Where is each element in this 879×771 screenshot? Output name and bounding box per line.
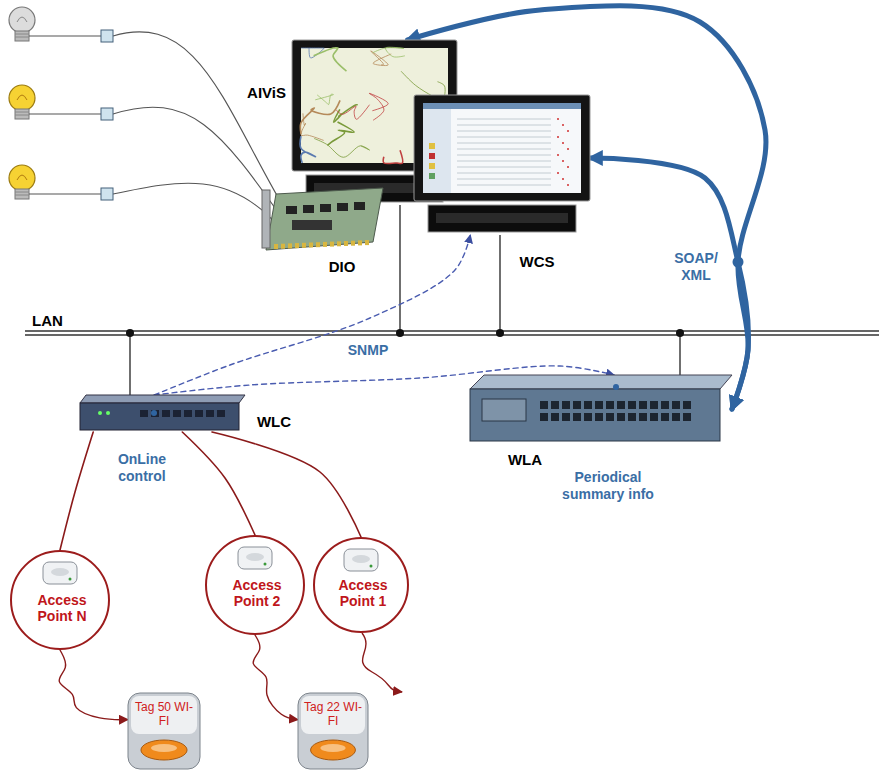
node-label: Access Point 2 [215,577,299,609]
wifi-tag: Tag 50 WI-FI [128,693,200,769]
monitor-picture [414,95,590,235]
lamp-wire [29,32,290,228]
node-label: WCS [510,253,564,271]
access-point: Access Point 1 [313,537,409,633]
connector [212,432,361,537]
appliance-device: WLAPeriodical summary info [470,375,732,443]
node-label: Access Point N [20,592,104,624]
lan-drop [130,205,680,395]
connector [182,432,255,535]
appliance-device-picture [470,375,732,443]
radio-wave [362,633,402,692]
connector [590,158,748,409]
connector [408,6,766,409]
node-label: WLA [500,451,550,469]
wifi-tag: Tag 22 WI-FI [298,693,368,769]
node-label: Tag 50 WI-FI [133,700,195,728]
node-label: DIO [320,258,364,276]
access-point: Access Point N [10,550,110,650]
connector [60,432,93,550]
io-card-picture [262,188,387,268]
controller-device-picture [80,395,245,432]
connector [154,235,470,395]
bus-label: LAN [30,312,74,330]
edge-label: SOAP/ XML [668,250,724,284]
node-label: AIViS [234,84,288,102]
connector [59,650,128,720]
node-label: OnLine control [100,451,184,485]
connector [253,635,298,720]
io-card: DIO [262,188,387,268]
wire-terminal [101,30,113,200]
node-label: Tag 22 WI-FI [303,700,363,728]
access-point: Access Point 2 [205,535,305,635]
lan-junction [126,329,684,337]
node-label: WLC [250,413,298,431]
edge-label: SNMP [340,342,396,359]
monitor: WCS [414,95,590,235]
controller-device: WLCOnLine control [80,395,245,432]
node-label: Access Point 1 [321,577,405,609]
node-label: Periodical summary info [548,469,668,503]
